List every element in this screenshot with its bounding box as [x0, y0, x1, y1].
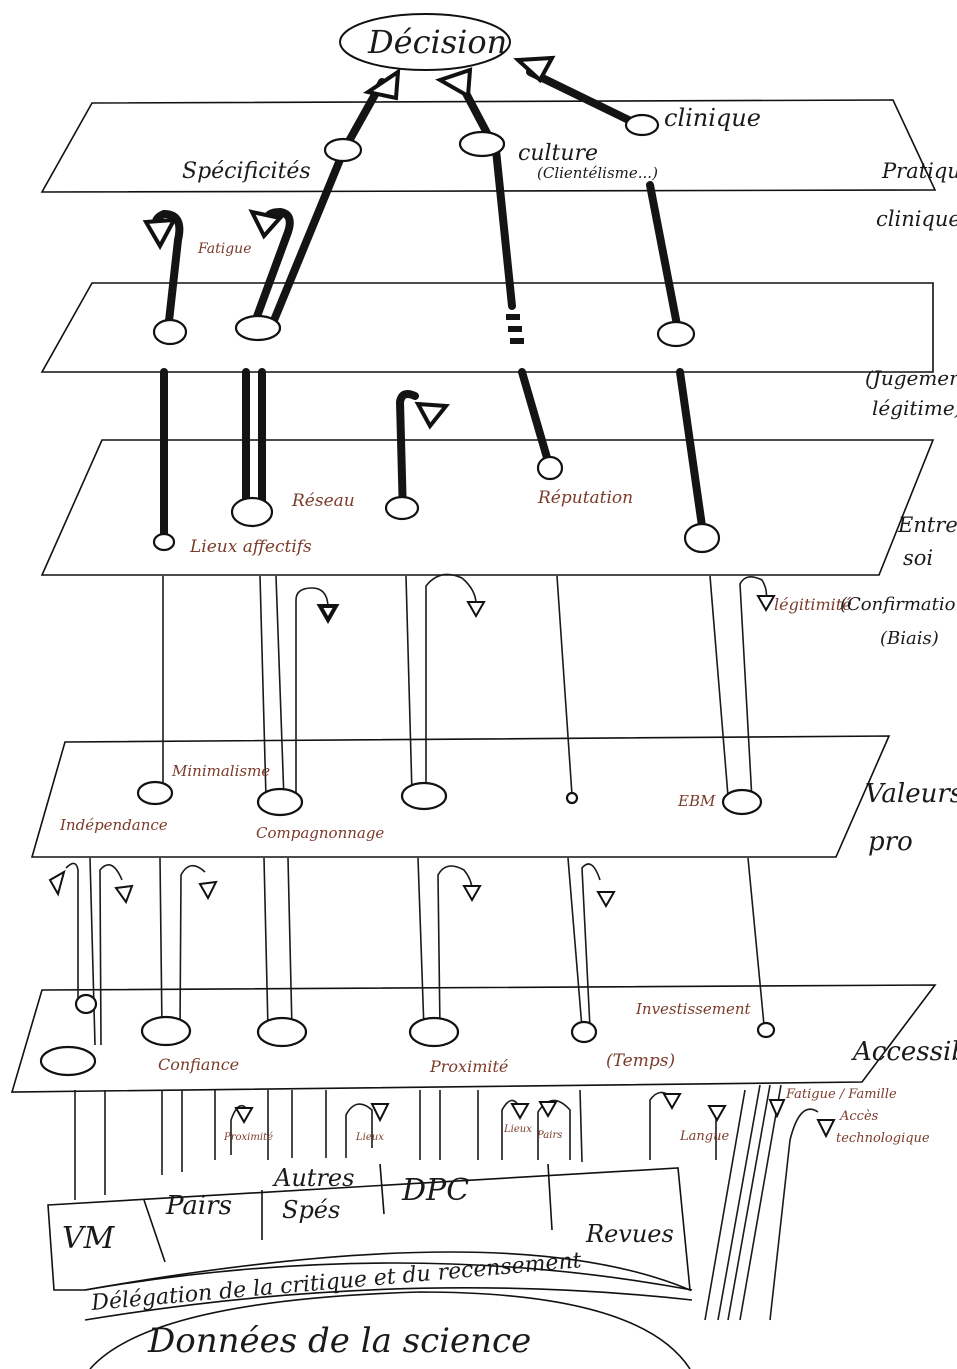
side-label-soi: soi [903, 546, 933, 570]
side-label-accessibilite: Accessibilité [851, 1037, 957, 1067]
label-reseau: Réseau [291, 491, 355, 511]
note-fatigue: Fatigue [197, 241, 251, 257]
note-pairs: Pairs [536, 1130, 562, 1141]
note-proximite: Proximité [223, 1132, 273, 1143]
note-lieux-pairs: Lieux [503, 1124, 532, 1135]
label-culture-sub: (Clientélisme...) [537, 164, 658, 182]
label-minimalisme: Minimalisme [171, 762, 270, 780]
note-technologique: technologique [836, 1131, 930, 1146]
side-label-pratique: Pratique [881, 159, 957, 183]
side-label-jugement: (Jugement [865, 366, 957, 390]
side-label-clinique: clinique [876, 207, 957, 231]
label-temps: (Temps) [606, 1051, 675, 1071]
label-lieux-affectifs: Lieux affectifs [189, 537, 312, 557]
source-revues: Revues [585, 1220, 674, 1248]
label-proximite: Proximité [429, 1057, 508, 1076]
decision-label: Décision [367, 23, 507, 61]
label-confiance: Confiance [158, 1055, 239, 1074]
source-vm: VM [62, 1221, 116, 1256]
note-fatigue-famille: Fatigue / Famille [785, 1087, 897, 1102]
side-label-legitime: légitime) [872, 396, 957, 420]
label-compagnonnage: Compagnonnage [256, 824, 384, 842]
label-clinique: clinique [664, 104, 761, 132]
note-lieux: Lieux [355, 1132, 384, 1143]
label-independance: Indépendance [59, 816, 168, 834]
dashed-break [506, 314, 524, 344]
note-langue: Langue [679, 1129, 729, 1144]
side-label-valeurs: Valeurs [865, 779, 957, 809]
source-autres: Autres [272, 1164, 354, 1192]
label-confirmation: (Confirmation [840, 594, 957, 615]
label-investissement: Investissement [635, 1000, 751, 1018]
label-ebm: EBM [677, 792, 716, 810]
source-pairs: Pairs [165, 1191, 232, 1221]
label-reputation: Réputation [537, 488, 633, 508]
label-donnees: Données de la science [147, 1321, 531, 1361]
thick-connectors [156, 72, 704, 540]
side-label-pro: pro [868, 827, 913, 857]
plane-entre-soi [42, 440, 933, 575]
source-dpc: DPC [401, 1173, 469, 1208]
label-biais: (Biais) [880, 628, 939, 649]
note-acces: Accès [839, 1109, 879, 1124]
label-specificites: Spécificités [182, 159, 311, 184]
label-culture: culture [518, 141, 598, 166]
source-spes: Spés [282, 1196, 340, 1224]
side-label-entre: Entre [897, 513, 957, 537]
